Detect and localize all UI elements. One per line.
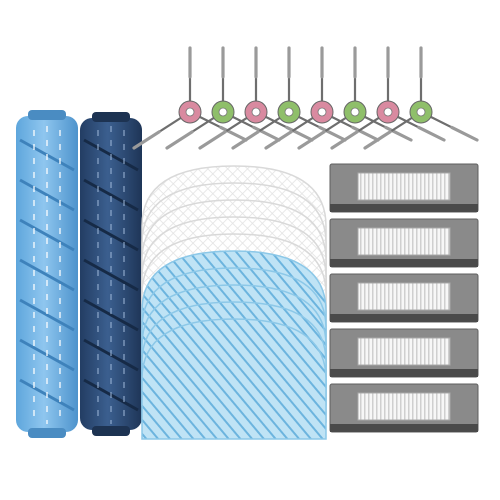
hepa-filter	[329, 163, 479, 213]
mop-pad	[141, 318, 327, 440]
side-brush	[231, 46, 347, 150]
side-brush	[198, 46, 314, 150]
side-brush	[363, 46, 479, 150]
hepa-filter	[329, 218, 479, 268]
hepa-filter	[329, 328, 479, 378]
side-brush	[297, 46, 413, 150]
hepa-filter	[329, 273, 479, 323]
hepa-filter	[329, 383, 479, 433]
side-brushes	[132, 46, 479, 150]
mop-pads	[141, 165, 327, 440]
hepa-filters	[329, 163, 479, 433]
side-brush	[264, 46, 380, 150]
side-brush	[132, 46, 248, 150]
side-brush	[165, 46, 281, 150]
dark-blue-roller-brush	[80, 112, 142, 436]
light-blue-roller-brush	[16, 110, 78, 438]
side-brush	[330, 46, 446, 150]
